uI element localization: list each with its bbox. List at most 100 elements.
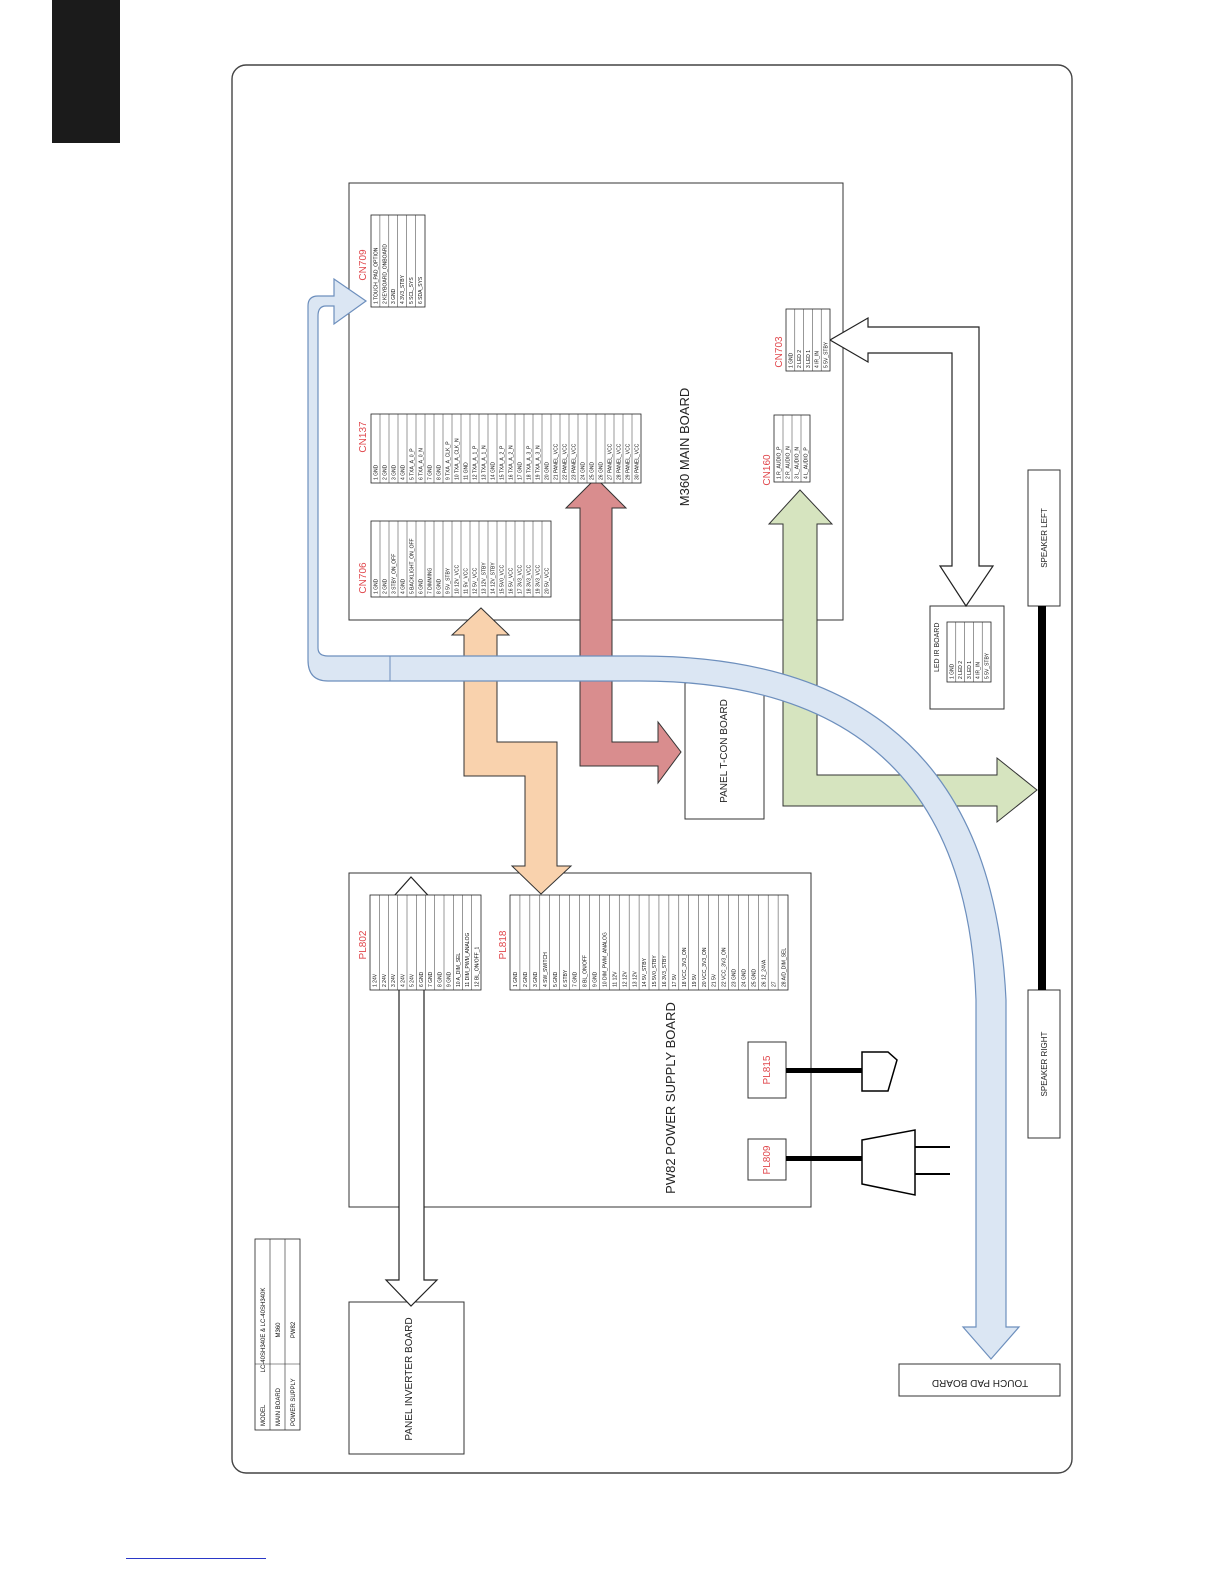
pin-label: 2 GND xyxy=(382,464,388,480)
pin-label: 28 PANEL_VCC xyxy=(616,443,622,480)
model-table-value: LC-40SH340E & LC-40SH340K xyxy=(261,1288,267,1373)
pin-label: 16 3V3_STBY xyxy=(662,955,668,987)
model-table-key: MODEL xyxy=(261,1404,267,1426)
pin-label: 3 24V xyxy=(391,973,397,987)
pin-label: 29 PANEL_VCC xyxy=(625,443,631,480)
pin-label: 1 TOUCH_PAD_OPTION xyxy=(373,247,379,304)
pin-label: 4 3V3_STBY xyxy=(400,274,406,304)
pin-label: 11 GND xyxy=(463,462,469,480)
pin-label: 4 24V xyxy=(400,973,406,987)
inverter-board xyxy=(348,1301,465,1455)
pin-label: 5 SCL_SYS xyxy=(409,277,415,304)
outer-frame xyxy=(231,64,1073,1474)
pin-label: 3 LED 1 xyxy=(967,661,973,679)
pin-label: 10 DIM_PWM_ANALOG xyxy=(603,932,609,987)
pin-label: 10 TXA_A_CLK_N xyxy=(454,438,460,480)
lvds-arrow xyxy=(564,477,682,785)
pin-label: 23 PANEL_VCC xyxy=(571,443,577,480)
pin-label: 18 TXA_A_3_P xyxy=(526,445,532,480)
cn703-frame xyxy=(785,308,831,372)
pl815-box xyxy=(747,1041,787,1099)
pin-label: 3 L_AUDIO_N xyxy=(794,447,800,479)
pin-label: 26 GND xyxy=(598,462,604,480)
pin-label: 15 TXA_A_2_P xyxy=(499,445,505,480)
pl802-title: PL802 xyxy=(358,930,369,959)
pin-label: 4 GND xyxy=(400,578,406,594)
footer-line xyxy=(126,1558,266,1559)
touchpad-arrow xyxy=(307,277,1021,1360)
pin-label: 18 VCC_3V3_ON xyxy=(682,947,688,987)
cn137-title: CN137 xyxy=(358,421,369,453)
pin-label: 3 GND xyxy=(391,464,397,480)
pin-label: 21 PANEL_VCC xyxy=(553,443,559,480)
pin-label: 24 GND xyxy=(742,969,748,987)
tcon-board-label: PANEL T-CON BOARD xyxy=(719,699,730,803)
pl809-cable xyxy=(786,1156,864,1161)
touch-pad-board xyxy=(898,1363,1061,1397)
speaker-right-label: SPEAKER RIGHT xyxy=(1040,1031,1049,1096)
pin-label: 24 GND xyxy=(580,462,586,480)
ledir-arrow xyxy=(828,316,995,608)
inverter-arrow xyxy=(384,876,439,1307)
pin-label: 20 5V_VCC xyxy=(544,567,550,594)
model-table-value: M360 xyxy=(276,1322,282,1338)
power-arrow xyxy=(450,607,573,895)
pin-label: 28 A/D_DIM_SEL xyxy=(781,948,787,987)
pin-label: 2 KEYBOARD_ONBOARD xyxy=(382,244,388,304)
speaker-left-label: SPEAKER LEFT xyxy=(1040,508,1049,568)
pin-label: 7 GND xyxy=(427,464,433,480)
pin-label: 3 LED 1 xyxy=(806,350,812,368)
pin-label: 1 GND xyxy=(373,464,379,480)
pin-label: 5 TXA_A_0_P xyxy=(409,448,415,480)
pin-label: 8 GND xyxy=(437,971,443,987)
audio-arrow xyxy=(767,489,1038,824)
pin-label: 13 TXA_A_1_N xyxy=(481,445,487,480)
pin-label: 1 24V xyxy=(373,973,379,987)
pin-label: 11 DIM_PWM_ANALOG xyxy=(465,933,471,987)
pin-label: 8 GND xyxy=(436,464,442,480)
pin-label: 2 GND xyxy=(523,971,529,987)
pin-label: 12 12V xyxy=(622,970,628,987)
pin-label: 16 5V_VCC xyxy=(508,567,514,594)
pin-label: 6 GND xyxy=(419,971,425,987)
pin-label: 7 GND xyxy=(573,971,579,987)
pin-label: 4 GND xyxy=(400,464,406,480)
pin-label: 25 GND xyxy=(751,969,757,987)
pin-label: 5 5V_STBY xyxy=(824,341,830,368)
power-board-label: PW82 POWER SUPPLY BOARD xyxy=(663,1002,678,1194)
cn703-title: CN703 xyxy=(774,336,785,368)
pin-label: 12 BL_ON/OFF_1 xyxy=(474,946,480,987)
pin-label: 13 12V_STBY xyxy=(481,562,487,594)
model-table: MODEL LC-40SH340E & LC-40SH340K MAIN BOARD… xyxy=(254,1238,301,1431)
speaker-right xyxy=(1027,989,1061,1139)
cn160-title: CN160 xyxy=(762,454,773,486)
pin-label: 4 SW_SWITCH xyxy=(543,952,549,987)
plug-icon xyxy=(861,1129,916,1196)
pl809-box xyxy=(747,1138,787,1181)
pin-label: 4 IR_IN xyxy=(815,351,821,368)
pin-label: 4 L_AUDIO_P xyxy=(803,447,809,479)
model-table-value: PW82 xyxy=(291,1321,297,1338)
pin-label: 5 24V xyxy=(410,973,416,987)
pin-label: 1 GND xyxy=(788,352,794,368)
pin-label: 23 GND xyxy=(732,969,738,987)
pin-label: 9 5V_STBY xyxy=(445,567,451,594)
pin-label: 2 LED 2 xyxy=(797,350,803,368)
pin-label: 14 12V_STBY xyxy=(490,562,496,594)
pin-label: 1 GND xyxy=(373,578,379,594)
pin-label: 3 GND xyxy=(533,971,539,987)
model-table-key: MAIN BOARD xyxy=(276,1387,282,1426)
pin-label: 13 12V xyxy=(632,970,638,987)
pin-label: 5 5V_STBY xyxy=(985,652,991,679)
pin-label: 2 GND xyxy=(382,578,388,594)
pin-label: 1 GND xyxy=(949,663,955,679)
pin-label: 20 VCC_3V3_ON xyxy=(702,947,708,987)
pin-label: 14 5V_STBY xyxy=(642,957,648,987)
pin-label: 2 LED 2 xyxy=(958,661,964,679)
pin-label: 12 5V_VCC xyxy=(472,567,478,594)
